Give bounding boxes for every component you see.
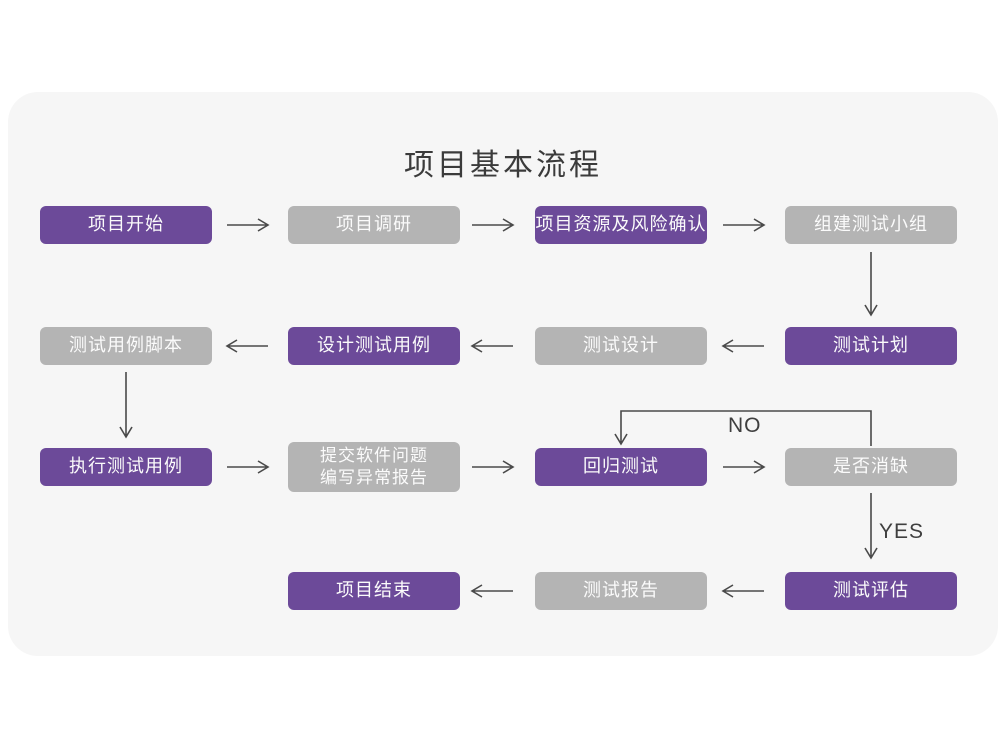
flow-node-build-test-team: 组建测试小组 — [785, 206, 957, 244]
arrow-report-to-end — [470, 584, 513, 598]
decision-label-no: NO — [728, 414, 762, 437]
arrow-execute-to-submit — [227, 460, 270, 474]
arrow-plan-to-design — [721, 339, 764, 353]
arrow-no-loop — [614, 410, 872, 446]
flow-node-project-start: 项目开始 — [40, 206, 212, 244]
flow-node-defect-cleared: 是否消缺 — [785, 448, 957, 486]
arrow-evaluation-to-report — [721, 584, 764, 598]
arrow-yes — [864, 493, 878, 560]
flowchart-card — [8, 92, 998, 656]
arrow-risk-to-team — [723, 218, 766, 232]
flow-node-resource-risk-confirm: 项目资源及风险确认 — [535, 206, 707, 244]
arrow-start-to-research — [227, 218, 270, 232]
arrow-research-to-risk — [472, 218, 515, 232]
flow-node-test-design: 测试设计 — [535, 327, 707, 365]
flow-node-test-evaluation: 测试评估 — [785, 572, 957, 610]
flow-node-project-research: 项目调研 — [288, 206, 460, 244]
arrow-script-to-execute — [119, 372, 133, 439]
decision-label-yes: YES — [879, 520, 925, 543]
arrow-case-to-script — [225, 339, 268, 353]
arrow-team-to-plan — [864, 252, 878, 317]
flow-node-test-case-script: 测试用例脚本 — [40, 327, 212, 365]
flow-node-submit-issue-report: 提交软件问题 编写异常报告 — [288, 442, 460, 492]
flow-node-regression-test: 回归测试 — [535, 448, 707, 486]
arrow-submit-to-regression — [472, 460, 515, 474]
flow-node-project-end: 项目结束 — [288, 572, 460, 610]
arrow-design-to-case — [470, 339, 513, 353]
flow-node-test-plan: 测试计划 — [785, 327, 957, 365]
diagram-title: 项目基本流程 — [404, 149, 602, 182]
arrow-regression-to-defect — [723, 460, 766, 474]
flow-node-execute-test-case: 执行测试用例 — [40, 448, 212, 486]
flow-node-design-test-case: 设计测试用例 — [288, 327, 460, 365]
flow-node-test-report: 测试报告 — [535, 572, 707, 610]
